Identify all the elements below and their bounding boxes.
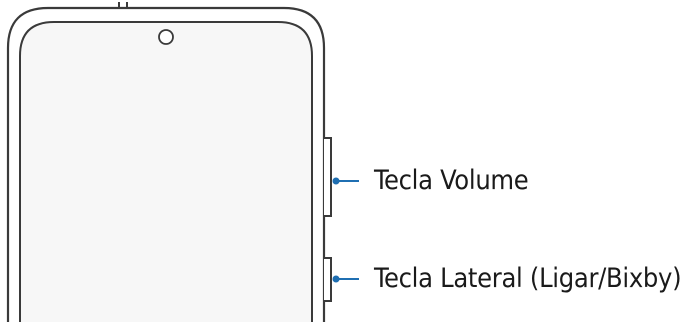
front-camera-icon	[158, 29, 174, 45]
side-key	[324, 257, 332, 302]
phone-screen	[19, 21, 313, 322]
volume-key	[324, 137, 332, 217]
side-key-label: Tecla Lateral (Ligar/Bixby)	[374, 263, 682, 294]
volume-key-label: Tecla Volume	[374, 165, 529, 196]
